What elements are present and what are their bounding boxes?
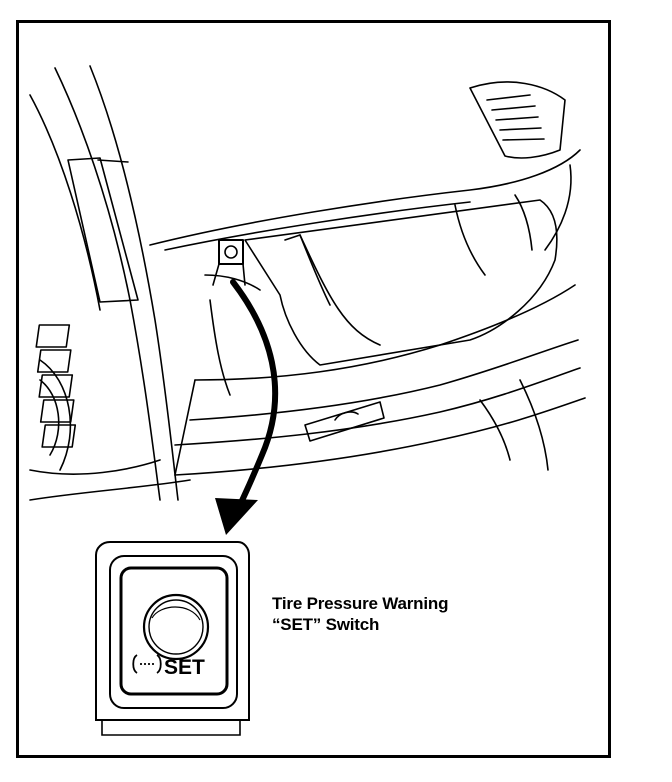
right-vent [469,81,566,159]
tire-pressure-icon [132,654,162,674]
callout-label: Tire Pressure Warning “SET” Switch [272,593,448,635]
callout-line-1: Tire Pressure Warning [272,594,449,613]
dash-pillar-edge [29,94,101,311]
glovebox-opening [244,199,558,366]
switch-location [218,239,244,265]
pointer-arrow [215,279,279,535]
callout-line-2: “SET” Switch [272,615,380,634]
glovebox-door [194,284,576,381]
figure-frame [16,20,611,758]
switch-detail [95,541,250,736]
glovebox-handle [304,401,385,442]
dash-pillar-inner [89,65,179,501]
switch-label: SET [164,656,205,679]
dash-top [149,149,581,246]
set-knob [142,593,210,661]
left-vents [35,324,77,448]
